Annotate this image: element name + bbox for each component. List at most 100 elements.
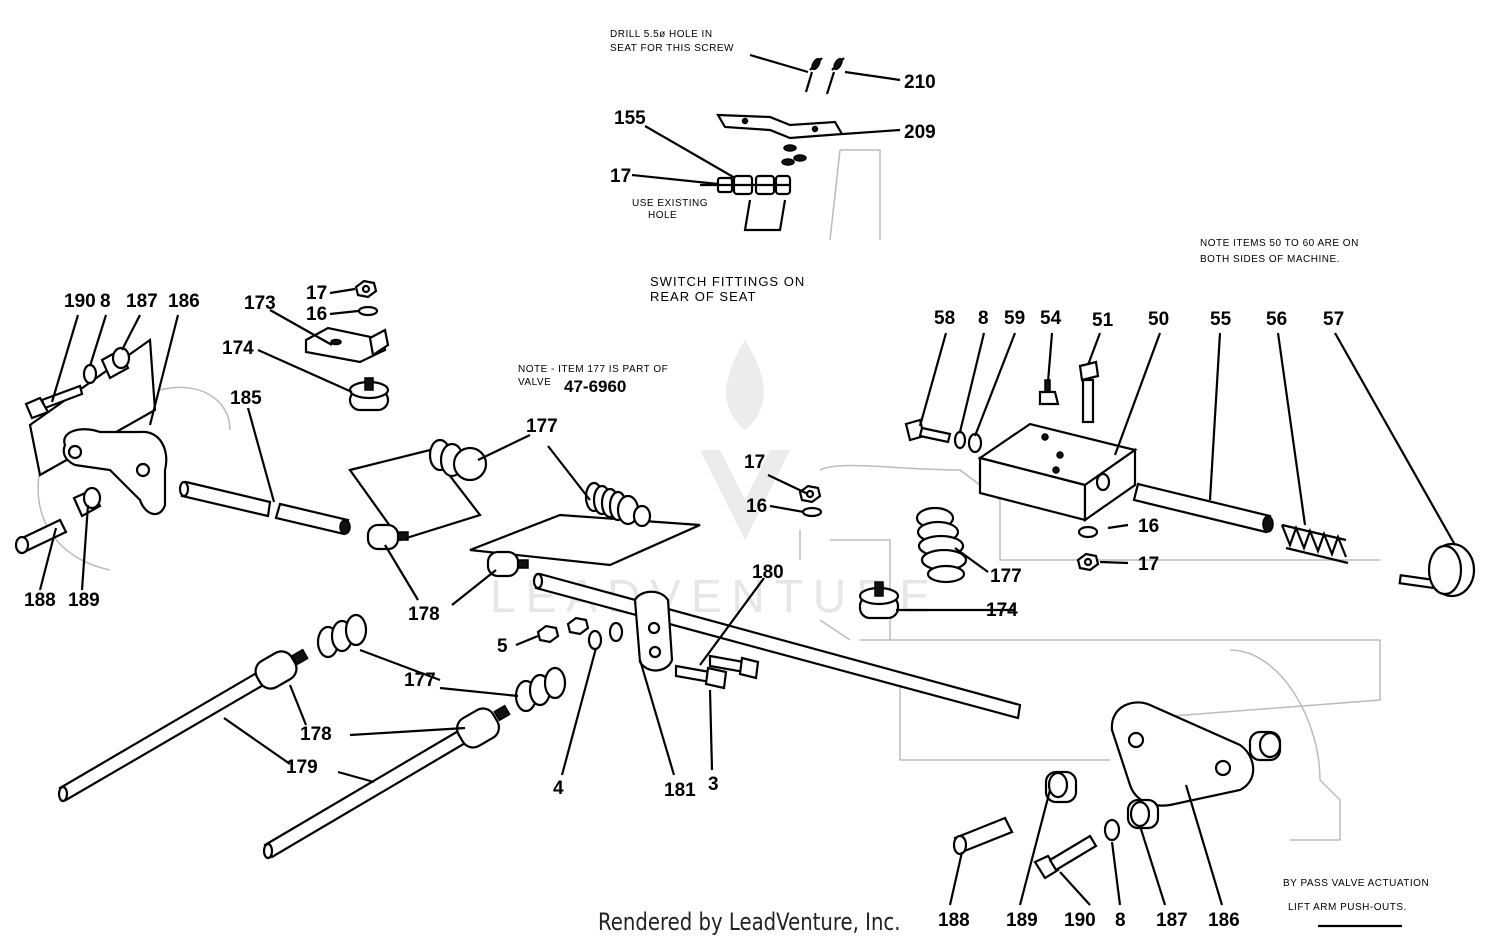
callout-56: 56 (1266, 309, 1287, 330)
callout-16-a: 16 (306, 304, 327, 325)
callout-55: 55 (1210, 309, 1232, 330)
callout-180: 180 (752, 562, 784, 583)
drill-note-line1: DRILL 5.5ø HOLE IN (610, 29, 713, 40)
push-rod-179-a (57, 648, 309, 803)
callout-4: 4 (553, 778, 564, 799)
item177-note-line1: NOTE - ITEM 177 IS PART OF (518, 364, 668, 375)
callout-187-right: 187 (1156, 910, 1188, 931)
valve-spring-177-mid (469, 481, 701, 567)
pin-right (1248, 730, 1282, 762)
washer-4-b (608, 621, 624, 643)
washer-8-left (82, 363, 98, 385)
leadventure-watermark: LEADVENTURE (490, 340, 930, 622)
callout-8-left: 8 (100, 291, 111, 312)
callout-8-bottom: 8 (1115, 910, 1126, 931)
callout-8-right: 8 (978, 308, 989, 329)
callout-178-a: 178 (408, 604, 440, 625)
callout-58: 58 (934, 308, 955, 329)
bracket-181 (633, 590, 674, 672)
rubber-boot-177 (915, 506, 968, 584)
callout-51: 51 (1092, 310, 1114, 331)
callout-187-left: 187 (126, 291, 158, 312)
callout-189-left: 189 (68, 590, 100, 611)
callout-177-a: 177 (526, 416, 558, 437)
lever-arm-186-left (28, 337, 168, 516)
callout-190-right: 190 (1064, 910, 1096, 931)
bolt-190-right (1033, 834, 1098, 880)
callout-17-a: 17 (306, 283, 327, 304)
bushing-189-left (72, 486, 102, 518)
callout-50: 50 (1148, 309, 1169, 330)
callout-17-b: 17 (744, 452, 765, 473)
nut-5-b (566, 616, 590, 636)
rod-185 (178, 480, 351, 536)
lever-arm-186-right (1110, 701, 1255, 807)
callout-17-top: 17 (610, 166, 631, 187)
use-existing-line2: HOLE (648, 210, 677, 221)
callout-179: 179 (286, 757, 318, 778)
callout-190-left: 190 (64, 291, 96, 312)
block-50 (977, 422, 1138, 523)
washer-16-mid (801, 506, 823, 518)
callout-174-a: 174 (222, 338, 254, 359)
render-credit: Rendered by LeadVenture, Inc. (598, 908, 901, 936)
callout-186-left: 186 (168, 291, 200, 312)
use-existing-line1: USE EXISTING (632, 198, 708, 209)
callout-17-c: 17 (1138, 554, 1159, 575)
callout-188-left: 188 (24, 590, 56, 611)
rod-55 (1132, 482, 1274, 534)
grease-fitting-54 (1038, 379, 1060, 406)
items-note-line2: BOTH SIDES OF MACHINE. (1200, 254, 1340, 265)
callout-189-right: 189 (1006, 910, 1038, 931)
callout-177-c: 177 (404, 670, 436, 691)
bracket-173 (304, 326, 390, 364)
callout-173: 173 (244, 293, 276, 314)
bolt-51 (1078, 360, 1100, 424)
callout-186-right: 186 (1208, 910, 1240, 931)
bolt-58 (904, 418, 952, 444)
pin-188-left (14, 518, 68, 555)
screws-210 (804, 57, 845, 95)
callout-16-b: 16 (746, 496, 767, 517)
callout-5: 5 (497, 636, 508, 657)
item177-note-line2: VALVE (518, 377, 551, 388)
callout-181: 181 (664, 780, 696, 801)
nut-17-right (1076, 552, 1100, 572)
drill-note-line2: SEAT FOR THIS SCREW (610, 43, 734, 54)
callout-155: 155 (614, 108, 646, 129)
valve-spring-177-lower-a (316, 613, 368, 659)
pin-188-right (952, 816, 1014, 856)
valve-spring-177-lower-b (514, 666, 567, 713)
switch-fitting-155 (700, 174, 792, 232)
leader-lines (38, 53, 1456, 928)
plate-209 (716, 113, 844, 166)
callout-210: 210 (904, 72, 936, 93)
items-note-line1: NOTE ITEMS 50 TO 60 ARE ON (1200, 238, 1359, 249)
spring-56 (1280, 523, 1349, 565)
callout-3: 3 (708, 774, 719, 795)
callout-54: 54 (1040, 308, 1062, 329)
callout-labels: 210 209 155 17 190 8 187 186 173 17 16 1… (24, 72, 1344, 931)
callout-59: 59 (1004, 308, 1025, 329)
bushing-187-right (1126, 798, 1160, 830)
push-rod-179-b (262, 704, 511, 860)
nut-17-mid (798, 484, 822, 504)
knob-57 (1398, 542, 1476, 598)
callout-174-b: 174 (986, 600, 1018, 621)
rubber-mount-174-mid (858, 581, 900, 620)
washer-4-a (587, 629, 603, 651)
washer-8-bottom (1103, 818, 1121, 842)
callout-177-b: 177 (990, 566, 1022, 587)
switch-note-line2: REAR OF SEAT (650, 289, 756, 304)
bushing-187-left (100, 346, 131, 380)
callout-178-b: 178 (300, 724, 332, 745)
notes: DRILL 5.5ø HOLE IN SEAT FOR THIS SCREW U… (518, 29, 1429, 913)
callout-209: 209 (904, 122, 936, 143)
valve-number: 47-6960 (564, 377, 626, 396)
callout-16-c: 16 (1138, 516, 1159, 537)
callout-188-right: 188 (938, 910, 970, 931)
rubber-mount-174-top (348, 377, 390, 412)
bolt-190-left (24, 384, 84, 420)
